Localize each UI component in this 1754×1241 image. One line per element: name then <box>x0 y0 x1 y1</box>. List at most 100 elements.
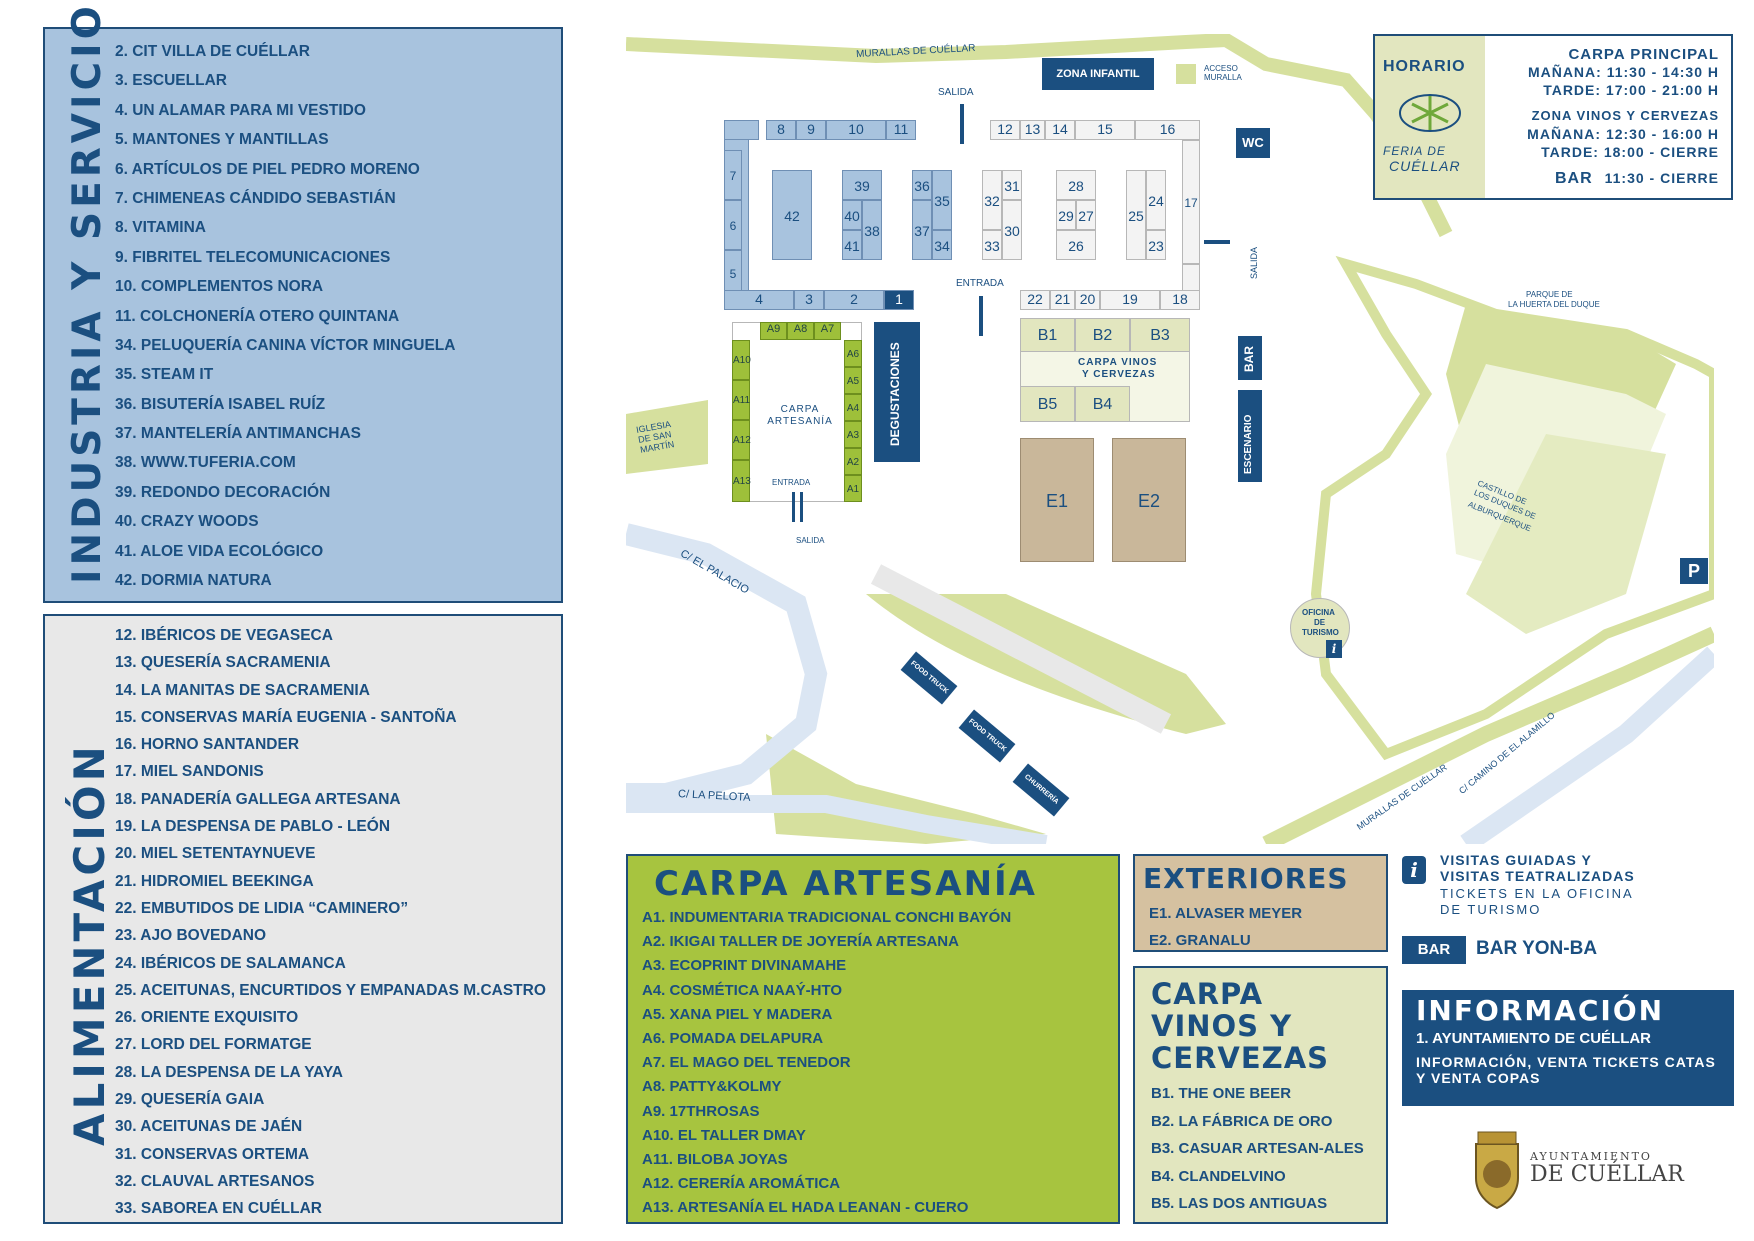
list-item: 4. UN ALAMAR PARA MI VESTIDO <box>115 101 366 119</box>
stall-25[interactable]: 25 <box>1126 170 1146 260</box>
stall-21[interactable]: 21 <box>1050 290 1075 310</box>
list-item: 5. MANTONES Y MANTILLAS <box>115 131 329 149</box>
list-item: A3. ECOPRINT DIVINAMAHE <box>642 957 847 975</box>
stall-33[interactable]: 33 <box>982 230 1002 260</box>
stall-31[interactable]: 31 <box>1002 170 1022 200</box>
stall-b3[interactable]: B3 <box>1130 318 1190 352</box>
informacion-title: INFORMACIÓN <box>1416 994 1665 1027</box>
stall-b1[interactable]: B1 <box>1020 318 1075 352</box>
stall-17[interactable]: 17 <box>1182 140 1200 264</box>
list-item: 30. ACEITUNAS DE JAÉN <box>115 1118 303 1136</box>
carpa-artesania-area <box>732 322 862 502</box>
stall-29[interactable]: 29 <box>1056 200 1076 230</box>
stall-7[interactable]: 7 <box>724 150 742 200</box>
artesania-box: CARPA ARTESANÍA A1. INDUMENTARIA TRADICI… <box>626 854 1120 1224</box>
list-item: 8. VITAMINA <box>115 219 206 237</box>
stall-26[interactable]: 26 <box>1056 230 1096 260</box>
stall-e2[interactable]: E2 <box>1112 438 1186 562</box>
stall-a8[interactable]: A8 <box>787 322 814 340</box>
stall-34[interactable]: 34 <box>932 230 952 260</box>
alimentacion-list: 12. IBÉRICOS DE VEGASECA 13. QUESERÍA SA… <box>115 622 546 1223</box>
stall-a2[interactable]: A2 <box>844 448 862 475</box>
list-item: 9. FIBRITEL TELECOMUNICACIONES <box>115 248 391 266</box>
stall-b2[interactable]: B2 <box>1075 318 1130 352</box>
arrow-up-icon <box>792 492 795 522</box>
stall-13[interactable]: 13 <box>1020 120 1045 140</box>
stall-22[interactable]: 22 <box>1020 290 1050 310</box>
list-item: A5. XANA PIEL Y MADERA <box>642 1005 833 1023</box>
stall-corner[interactable] <box>724 120 759 140</box>
stall-41[interactable]: 41 <box>842 230 862 260</box>
stall-23[interactable]: 23 <box>1146 230 1166 260</box>
list-item: 33. SABOREA EN CUÉLLAR <box>115 1200 322 1218</box>
stall-1[interactable]: 1 <box>884 290 914 310</box>
stall-6[interactable]: 6 <box>724 200 742 250</box>
acceso-marker <box>1176 64 1196 84</box>
stall-16[interactable]: 16 <box>1135 120 1200 140</box>
castle-inner <box>1466 434 1666 634</box>
stall-a13[interactable]: A13 <box>732 460 751 502</box>
stall-a9[interactable]: A9 <box>760 322 787 340</box>
stall-40[interactable]: 40 <box>842 200 862 230</box>
stall-a10[interactable]: A10 <box>732 340 751 380</box>
informacion-line2: INFORMACIÓN, VENTA TICKETS CATAS Y VENTA… <box>1416 1054 1716 1086</box>
stall-4[interactable]: 4 <box>724 290 794 310</box>
stall-35[interactable]: 35 <box>932 170 952 230</box>
stall-42[interactable]: 42 <box>772 170 812 260</box>
escenario-label: ESCENARIO <box>1243 414 1254 474</box>
stall-a11[interactable]: A11 <box>732 380 750 420</box>
list-item: 37. MANTELERÍA ANTIMANCHAS <box>115 425 361 443</box>
stall-30[interactable]: 30 <box>1002 200 1022 260</box>
bar-hours-value: 11:30 - CIERRE <box>1604 170 1719 186</box>
stall-36[interactable]: 36 <box>912 170 932 200</box>
oficina-l1: OFICINA <box>1302 608 1335 617</box>
stall-a3[interactable]: A3 <box>844 421 862 448</box>
stall-32[interactable]: 32 <box>982 170 1002 230</box>
stall-20[interactable]: 20 <box>1075 290 1100 310</box>
stall-8[interactable]: 8 <box>766 120 796 140</box>
principal-morning: MAÑANA: 11:30 - 14:30 H <box>1527 64 1719 80</box>
list-item: B4. CLANDELVINO <box>1151 1167 1286 1185</box>
list-item: 26. ORIENTE EXQUISITO <box>115 1009 299 1027</box>
list-item: 14. LA MANITAS DE SACRAMENIA <box>115 681 370 699</box>
stall-2[interactable]: 2 <box>824 290 884 310</box>
stall-a5[interactable]: A5 <box>844 367 862 394</box>
info-icon[interactable]: i <box>1326 640 1342 658</box>
visitas-line1: VISITAS GUIADAS Y <box>1440 852 1592 868</box>
stall-b5[interactable]: B5 <box>1020 386 1075 422</box>
stall-10[interactable]: 10 <box>826 120 886 140</box>
stall-b4[interactable]: B4 <box>1075 386 1130 422</box>
stall-11[interactable]: 11 <box>886 120 916 140</box>
arrow-up-icon <box>960 104 964 144</box>
visitas-line3: TICKETS EN LA OFICINA <box>1440 886 1634 901</box>
stall-15[interactable]: 15 <box>1075 120 1135 140</box>
stall-27[interactable]: 27 <box>1076 200 1096 230</box>
list-item: A13. ARTESANÍA EL HADA LEANAN - CUERO <box>642 1199 969 1217</box>
stall-a12[interactable]: A12 <box>732 420 751 460</box>
lawn-left <box>766 734 1046 844</box>
list-item: A2. IKIGAI TALLER DE JOYERÍA ARTESANA <box>642 933 959 951</box>
stall-19[interactable]: 19 <box>1100 290 1160 310</box>
stall-39[interactable]: 39 <box>842 170 882 200</box>
alimentacion-panel: ALIMENTACIÓN 12. IBÉRICOS DE VEGASECA 13… <box>43 614 563 1224</box>
industria-title: INDUSTRIA Y SERVICIOS <box>65 0 110 584</box>
exteriores-title: EXTERIORES <box>1143 862 1349 895</box>
stall-12[interactable]: 12 <box>990 120 1020 140</box>
stall-3[interactable]: 3 <box>794 290 824 310</box>
stall-a1[interactable]: A1 <box>844 475 862 502</box>
stall-18[interactable]: 18 <box>1160 290 1200 310</box>
industria-list: 2. CIT VILLA DE CUÉLLAR 3. ESCUELLAR 4. … <box>115 37 455 595</box>
stall-24[interactable]: 24 <box>1146 170 1166 230</box>
stall-e1[interactable]: E1 <box>1020 438 1094 562</box>
stall-37[interactable]: 37 <box>912 200 932 260</box>
stall-a6[interactable]: A6 <box>844 340 862 367</box>
list-item: 21. HIDROMIEL BEEKINGA <box>115 872 314 890</box>
stall-a4[interactable]: A4 <box>844 394 862 421</box>
list-item: 29. QUESERÍA GAIA <box>115 1091 265 1109</box>
stall-a7[interactable]: A7 <box>814 322 841 340</box>
stall-38[interactable]: 38 <box>862 200 882 260</box>
list-item: 17. MIEL SANDONIS <box>115 763 264 781</box>
stall-14[interactable]: 14 <box>1045 120 1075 140</box>
stall-9[interactable]: 9 <box>796 120 826 140</box>
stall-28[interactable]: 28 <box>1056 170 1096 200</box>
